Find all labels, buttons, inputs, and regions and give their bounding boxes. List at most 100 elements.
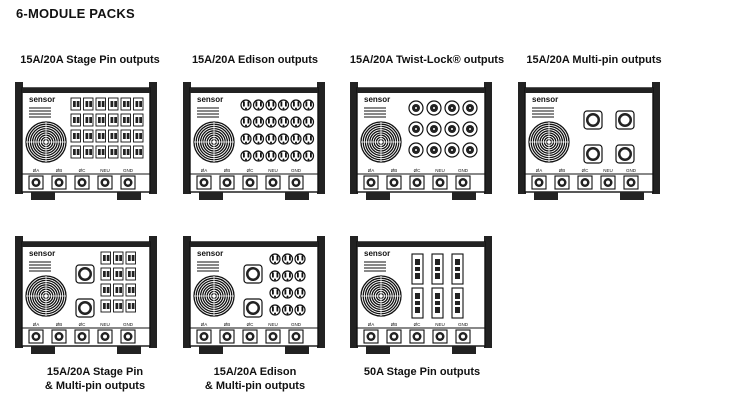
twist-lock-outlet-icon	[462, 142, 478, 158]
edison-outlet-icon	[265, 116, 277, 128]
input-jack-label: NEU	[268, 322, 278, 327]
twist-lock-outlet-icon	[462, 121, 478, 137]
input-jack-label: ØA	[368, 322, 375, 327]
brand-logo: sensor	[364, 95, 390, 104]
edison-outlet-icon	[281, 304, 294, 316]
twist-lock-outlet-icon	[408, 142, 424, 158]
stage-pin-outlet-icon	[113, 251, 124, 265]
right-foot	[452, 346, 476, 354]
edison-outlet-icon	[290, 150, 302, 162]
input-jack-label: NEU	[435, 168, 445, 173]
stage-pin-outlet-icon	[125, 267, 136, 281]
right-handle	[149, 236, 157, 348]
edison-outlet-icon	[277, 133, 290, 145]
input-jack-label: ØA	[201, 322, 208, 327]
stage-pin-outlet-icon	[125, 283, 136, 297]
edison-outlet-icon	[294, 287, 306, 299]
edison-outlet-icon	[265, 99, 277, 111]
edison-outlet-icon	[294, 270, 306, 282]
power-input-jack-icon	[531, 175, 547, 190]
power-input-jack-icon	[554, 175, 570, 190]
edison-outlet-icon	[240, 150, 252, 162]
stage-pin-outlet-icon	[125, 251, 136, 265]
input-jack-label: ØA	[201, 168, 208, 173]
edison-outlet-icon	[240, 133, 252, 145]
twist-lock-outlet-icon	[462, 100, 478, 116]
power-input-jack-icon	[28, 329, 44, 344]
edison-outlet-icon	[290, 99, 302, 111]
stage-pin-outlet-icon	[70, 129, 81, 143]
edison-outlet-icon	[252, 150, 265, 162]
input-jack-label: GND	[458, 168, 469, 173]
stage-pin-outlet-icon	[100, 283, 111, 297]
input-jack-label: GND	[123, 168, 134, 173]
cooling-fan-icon	[193, 275, 235, 317]
right-foot	[117, 346, 141, 354]
stage-pin-outlet-icon	[108, 129, 119, 143]
edison-outlet-icon	[269, 287, 281, 299]
input-jack-label: ØC	[79, 322, 87, 327]
edison-outlet-icon	[252, 116, 265, 128]
caption-line: 15A/20A Twist-Lock® outputs	[349, 54, 505, 66]
power-input-jack-icon	[409, 329, 425, 344]
input-jack-label: GND	[123, 322, 134, 327]
power-input-jack-icon	[288, 175, 304, 190]
edison-outlet-icon	[269, 253, 281, 265]
input-jack-label: ØC	[247, 168, 255, 173]
stage-pin-outlet-icon	[125, 299, 136, 313]
input-jack-label: ØC	[247, 322, 255, 327]
edison-outlet-icon	[265, 150, 277, 162]
power-input-jack-icon	[386, 175, 402, 190]
edison-outlet-icon	[302, 133, 315, 145]
power-input-jack-icon	[242, 175, 258, 190]
caption-stage-pin-multi: 15A/20A Stage Pin & Multi-pin outputs	[10, 365, 180, 393]
power-input-jack-icon	[455, 175, 471, 190]
input-jack-label: NEU	[100, 168, 110, 173]
caption-line: & Multi-pin outputs	[204, 380, 306, 392]
stage-pin-outlet-icon	[95, 145, 106, 159]
caption-twist-lock: 15A/20A Twist-Lock® outputs	[342, 53, 512, 67]
50a-stage-pin-outlet-icon	[411, 253, 424, 285]
power-input-jack-icon	[623, 175, 639, 190]
edison-outlet-icon	[269, 270, 281, 282]
right-foot	[285, 346, 309, 354]
cooling-fan-icon	[360, 275, 402, 317]
stage-pin-outlet-icon	[83, 97, 94, 111]
right-foot	[117, 192, 141, 200]
50a-stage-pin-outlet-icon	[451, 287, 464, 319]
stage-pin-outlet-icon	[108, 97, 119, 111]
stage-pin-outlet-icon	[120, 145, 131, 159]
left-foot	[199, 192, 223, 200]
left-handle	[183, 236, 191, 348]
stage-pin-outlet-icon	[133, 97, 144, 111]
edison-outlet-icon	[252, 133, 265, 145]
multi-pin-connector-icon	[615, 110, 635, 130]
power-input-jack-icon	[196, 175, 212, 190]
stage-pin-outlet-icon	[100, 267, 111, 281]
multi-pin-connector-icon	[75, 264, 95, 284]
input-jack-label: GND	[291, 168, 302, 173]
input-jack-label: ØB	[56, 322, 63, 327]
input-jack-label: NEU	[100, 322, 110, 327]
edison-outlet-icon	[281, 287, 294, 299]
power-input-jack-icon	[51, 175, 67, 190]
twist-lock-outlet-icon	[444, 100, 460, 116]
input-jack-label: ØB	[559, 168, 566, 173]
power-input-jack-icon	[432, 329, 448, 344]
power-input-jack-icon	[363, 329, 379, 344]
caption-line: 15A/20A Multi-pin outputs	[526, 54, 662, 66]
power-input-jack-icon	[219, 329, 235, 344]
multi-pin-connector-icon	[75, 298, 95, 318]
caption-line: 15A/20A Stage Pin outputs	[20, 54, 160, 66]
stage-pin-outlet-icon	[70, 97, 81, 111]
stage-pin-outlet-icon	[70, 145, 81, 159]
left-handle	[183, 82, 191, 194]
input-jack-label: ØC	[79, 168, 87, 173]
stage-pin-outlet-icon	[70, 113, 81, 127]
front-panel	[524, 87, 654, 193]
stage-pin-outlet-icon	[120, 97, 131, 111]
